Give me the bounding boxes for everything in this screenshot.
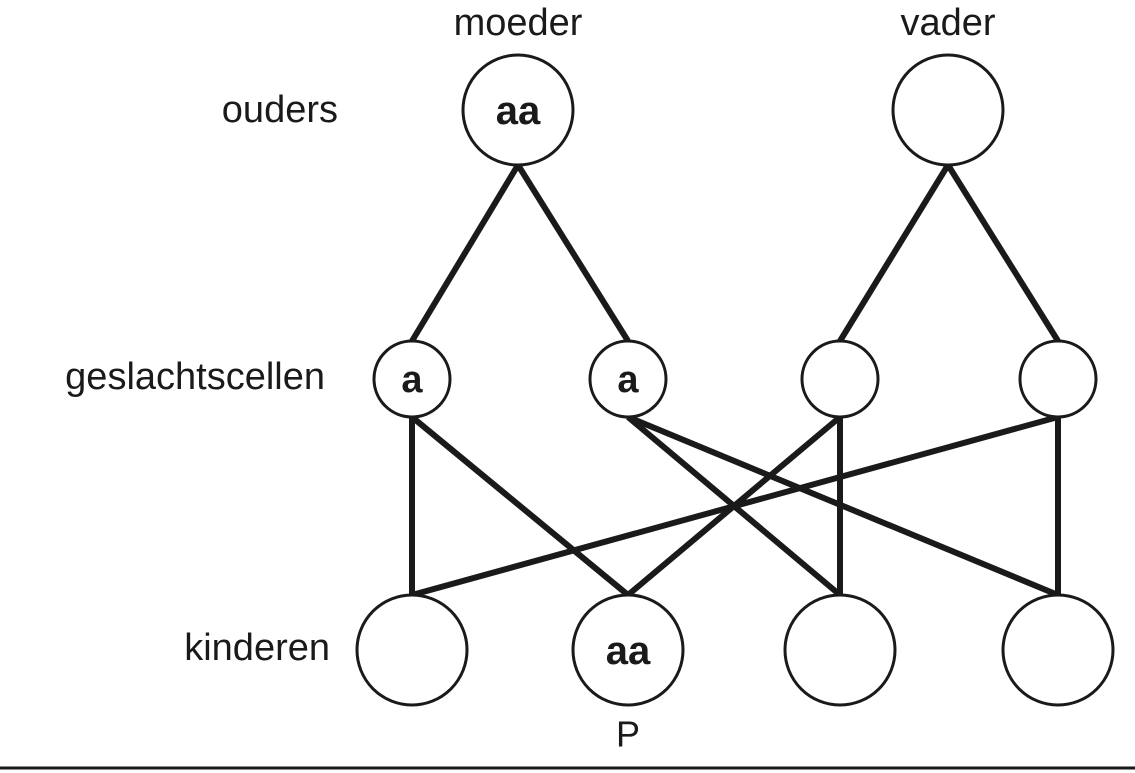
- child-node-3[interactable]: [783, 593, 897, 707]
- child-circle-1[interactable]: [355, 593, 469, 707]
- gamete-circle-1[interactable]: [372, 339, 452, 419]
- row-label-geslachtscellen: geslachtscellen: [65, 356, 325, 398]
- link-father-to-gamete3: [837, 163, 951, 343]
- gamete-node-1[interactable]: a: [372, 339, 452, 419]
- parent-node-father[interactable]: [891, 53, 1005, 167]
- link-gamete1-to-child2: [410, 414, 630, 598]
- row-label-kinderen: kinderen: [184, 627, 330, 669]
- link-mother-to-gamete1: [409, 163, 521, 343]
- parent-node-mother[interactable]: aa: [461, 53, 575, 167]
- gamete-circle-3[interactable]: [800, 339, 880, 419]
- parent-circle-father[interactable]: [891, 53, 1005, 167]
- child-genotype-2: aa: [606, 629, 651, 673]
- gamete-allele-1: a: [401, 359, 423, 401]
- gamete-circle-2[interactable]: [588, 339, 668, 419]
- gamete-node-2[interactable]: a: [588, 339, 668, 419]
- child-node-4[interactable]: [1001, 593, 1115, 707]
- link-father-to-gamete4: [945, 163, 1061, 343]
- gamete-child-links: [409, 414, 1061, 598]
- child-circle-2[interactable]: [571, 593, 685, 707]
- parent-caption-vader: vader: [900, 2, 995, 44]
- parent-genotype-mother: aa: [496, 89, 541, 133]
- gamete-allele-2: a: [617, 359, 639, 401]
- child-annotation-2: P: [616, 714, 640, 755]
- child-node-2[interactable]: aa P: [571, 593, 685, 755]
- gamete-node-3[interactable]: [800, 339, 880, 419]
- parent-caption-moeder: moeder: [454, 2, 583, 44]
- child-circle-3[interactable]: [783, 593, 897, 707]
- parent-gamete-links: [409, 163, 1061, 343]
- link-mother-to-gamete2: [515, 163, 631, 343]
- child-circle-4[interactable]: [1001, 593, 1115, 707]
- child-node-1[interactable]: [355, 593, 469, 707]
- gamete-node-4[interactable]: [1018, 339, 1098, 419]
- row-label-ouders: ouders: [222, 89, 338, 131]
- gamete-circle-4[interactable]: [1018, 339, 1098, 419]
- link-gamete4-to-child1: [411, 414, 1059, 598]
- parent-circle-mother[interactable]: [461, 53, 575, 167]
